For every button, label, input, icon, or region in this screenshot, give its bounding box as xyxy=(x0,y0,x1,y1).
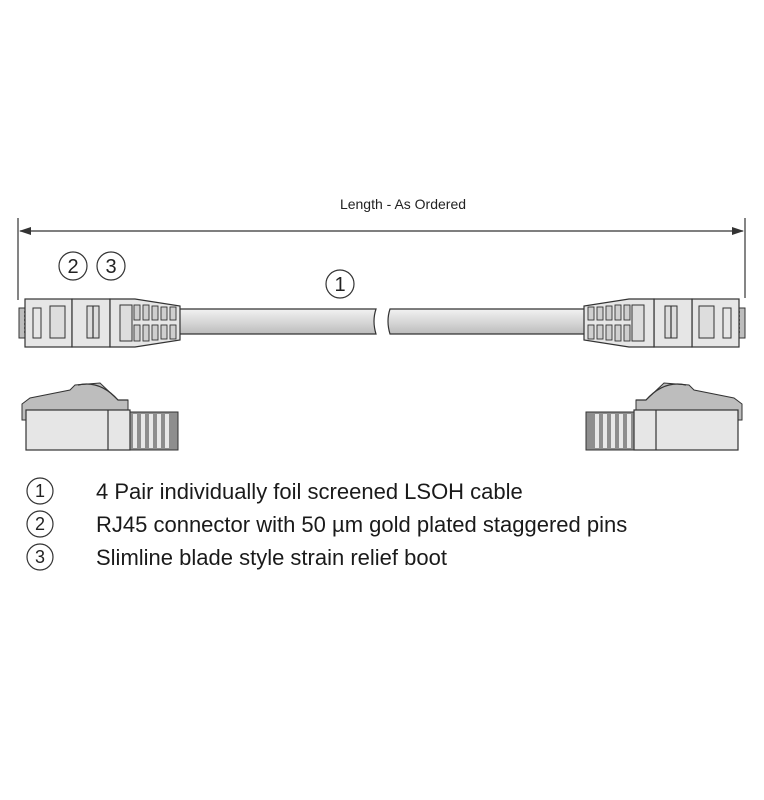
svg-text:RJ45 connector with 50 µm gold: RJ45 connector with 50 µm gold plated st… xyxy=(96,512,627,537)
svg-text:3: 3 xyxy=(105,256,116,278)
connector-top-left xyxy=(18,298,181,348)
svg-text:3: 3 xyxy=(35,547,45,567)
svg-text:2: 2 xyxy=(67,256,78,278)
svg-text:1: 1 xyxy=(334,274,345,296)
callout-boot: 3 xyxy=(96,251,126,281)
svg-text:1: 1 xyxy=(35,481,45,501)
cable xyxy=(177,308,589,335)
callout-connector: 2 xyxy=(58,251,88,281)
arrow-right-icon xyxy=(732,227,744,235)
legend-item: 3 Slimline blade style strain relief boo… xyxy=(26,543,447,571)
svg-text:4 Pair individually foil scree: 4 Pair individually foil screened LSOH c… xyxy=(96,479,523,504)
legend: 1 4 Pair individually foil screened LSOH… xyxy=(26,477,627,571)
legend-item: 1 4 Pair individually foil screened LSOH… xyxy=(26,477,523,505)
length-label: Length - As Ordered xyxy=(340,196,466,212)
callout-cable: 1 xyxy=(325,269,355,299)
svg-text:Slimline blade style strain re: Slimline blade style strain relief boot xyxy=(96,545,447,570)
length-dimension: Length - As Ordered xyxy=(17,196,746,300)
connector-side-right xyxy=(585,382,743,451)
legend-item: 2 RJ45 connector with 50 µm gold plated … xyxy=(26,510,627,538)
svg-text:2: 2 xyxy=(35,514,45,534)
connector-side-left xyxy=(21,382,179,451)
connector-top-right xyxy=(583,298,746,348)
arrow-left-icon xyxy=(19,227,31,235)
